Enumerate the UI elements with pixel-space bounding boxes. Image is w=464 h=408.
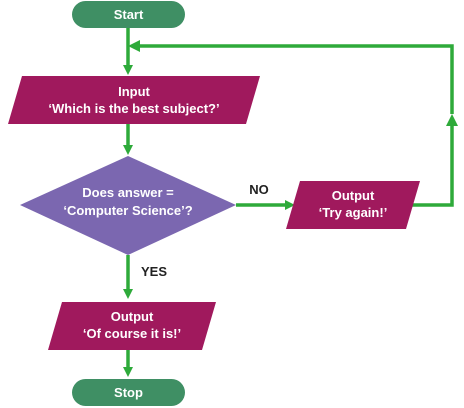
loop-top-arrowhead (128, 40, 140, 52)
try-again-title: Output (332, 188, 375, 203)
loop-arrowhead (446, 114, 458, 126)
of-course-title: Output (111, 309, 154, 324)
input-prompt: ‘Which is the best subject?’ (48, 101, 219, 116)
edge-loop-back (408, 122, 454, 207)
try-again-text: ‘Try again!’ (319, 205, 388, 220)
decision-line2: ‘Computer Science’? (63, 203, 192, 218)
edge-loop-top (140, 44, 454, 114)
no-label: NO (249, 182, 269, 197)
stop-label: Stop (114, 385, 143, 400)
start-node: Start (72, 1, 185, 28)
decision-node: Does answer = ‘Computer Science’? (20, 156, 236, 255)
of-course-node: Output ‘Of course it is!’ (48, 302, 216, 350)
yes-label: YES (141, 264, 167, 279)
of-course-text: ‘Of course it is!’ (83, 326, 181, 341)
connectors (123, 28, 458, 377)
input-node: Input ‘Which is the best subject?’ (8, 76, 260, 124)
input-title: Input (118, 84, 150, 99)
start-label: Start (114, 7, 144, 22)
try-again-node: Output ‘Try again!’ (286, 181, 420, 229)
stop-node: Stop (72, 379, 185, 406)
decision-line1: Does answer = (82, 185, 174, 200)
